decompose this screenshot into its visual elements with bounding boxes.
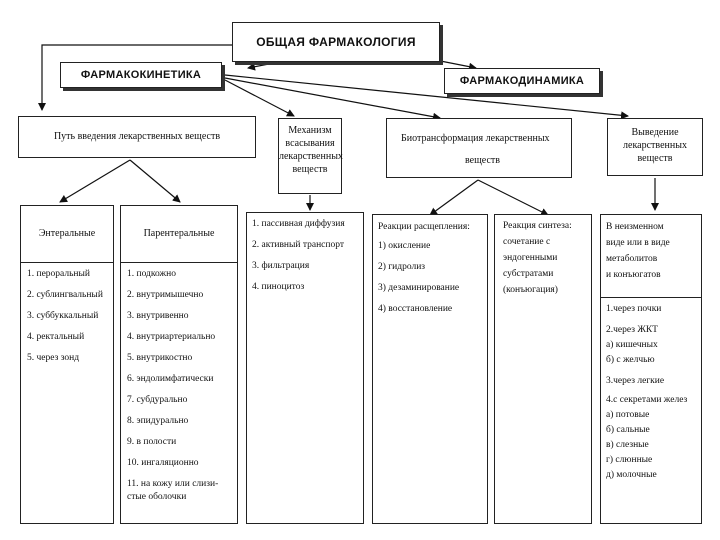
- list-item: б) сальные: [606, 425, 650, 435]
- list-item: 5. через зонд: [27, 353, 80, 363]
- list-item: 3.через легкие: [606, 376, 665, 386]
- absorption-box: Механизм всасывания лекарственных вещест…: [278, 118, 343, 194]
- list-item: 3. фильтрация: [252, 261, 310, 271]
- absorption-line: лекарственных: [279, 151, 343, 162]
- biotransform-line: Биотрансформация лекарственных: [401, 133, 550, 144]
- general-pharmacology-title: ОБЩАЯ ФАРМАКОЛОГИЯ: [256, 35, 416, 49]
- pharmacokinetics-box: ФАРМАКОКИНЕТИКА: [60, 62, 222, 88]
- list-item: 3. суббуккальный: [27, 311, 99, 321]
- list-item: 1) окисление: [378, 241, 431, 251]
- arrow-routes-to-parenteral: [129, 159, 181, 203]
- list-item: и конъюгатов: [606, 270, 661, 280]
- list-item: в) слезные: [606, 440, 649, 450]
- list-item: 9. в полости: [127, 437, 177, 447]
- general-pharmacology-box: ОБЩАЯ ФАРМАКОЛОГИЯ: [232, 22, 440, 62]
- list-item: субстратами: [503, 269, 554, 279]
- excretion-paths-list: 1.через почки 2.через ЖКТ а) кишечных б) …: [606, 304, 687, 485]
- enteral-header: Энтеральные: [20, 205, 114, 263]
- enteral-list: 1. пероральный 2. сублингвальный 3. суббук…: [27, 269, 103, 374]
- list-item: 3) дезаминирование: [378, 283, 460, 293]
- synthesis-box: Реакция синтеза: сочетание с эндогенными су…: [494, 214, 592, 524]
- list-item: 5. внутрикостно: [127, 353, 193, 363]
- list-item: сочетание с: [503, 237, 551, 247]
- pharmacodynamics-box: ФАРМАКОДИНАМИКА: [444, 68, 600, 94]
- absorption-line: Механизм: [288, 125, 332, 136]
- list-item: 4. пиноцитоз: [252, 282, 305, 292]
- list-item: 10. ингаляционно: [127, 458, 199, 468]
- list-item: эндогенными: [503, 253, 558, 263]
- routes-title: Путь введения лекарственных веществ: [53, 131, 221, 142]
- routes-box: Путь введения лекарственных веществ: [18, 116, 256, 158]
- list-item: 1. пассивная диффузия: [252, 219, 345, 229]
- unchanged-lines: В неизменном виде или в виде метаболитов и …: [606, 222, 670, 286]
- split-reactions-box: Реакции расщепления: 1) окисление 2) гидр…: [372, 214, 488, 524]
- absorption-line: веществ: [292, 164, 328, 175]
- list-item: (конъюгация): [503, 285, 558, 295]
- list-item: 3. внутривенно: [127, 311, 189, 321]
- biotransform-line: веществ: [465, 155, 501, 166]
- list-item: 11. на кожу или слизи-: [127, 479, 219, 489]
- list-item: В неизменном: [606, 222, 664, 232]
- list-item: 4.с секретами желез: [606, 395, 688, 405]
- list-item: метаболитов: [606, 254, 658, 264]
- list-item: 2) гидролиз: [378, 262, 426, 272]
- list-item: 4. ректальный: [27, 332, 85, 342]
- enteral-list-box: 1. пероральный 2. сублингвальный 3. суббук…: [20, 262, 114, 524]
- list-item: б) с желчью: [606, 355, 655, 365]
- list-item: 4) восстановление: [378, 304, 453, 314]
- parenteral-list: 1. подкожно 2. внутримышечно 3. внутривенн…: [127, 269, 218, 513]
- parenteral-title: Парентеральные: [143, 228, 215, 239]
- parenteral-header: Парентеральные: [120, 205, 238, 263]
- pharmacodynamics-title: ФАРМАКОДИНАМИКА: [459, 75, 585, 87]
- unchanged-box: В неизменном виде или в виде метаболитов и …: [600, 214, 702, 298]
- list-item: виде или в виде: [606, 238, 670, 248]
- excretion-paths-box: 1.через почки 2.через ЖКТ а) кишечных б) …: [600, 297, 702, 524]
- list-item: 8. эпидурально: [127, 416, 189, 426]
- list-item: 2. сублингвальный: [27, 290, 103, 300]
- pharmacokinetics-title: ФАРМАКОКИНЕТИКА: [80, 69, 202, 81]
- split-list: 1) окисление 2) гидролиз 3) дезаминировани…: [378, 241, 459, 325]
- absorption-line: всасывания: [285, 138, 335, 149]
- split-title: Реакции расщепления:: [378, 222, 470, 232]
- list-item: 2.через ЖКТ: [606, 325, 658, 335]
- excretion-box: Выведение лекарственных веществ: [607, 118, 703, 176]
- mechanism-list-box: 1. пассивная диффузия 2. активный транспо…: [246, 212, 364, 524]
- enteral-title: Энтеральные: [38, 228, 96, 239]
- list-item: 2. активный транспорт: [252, 240, 344, 250]
- list-item: 2. внутримышечно: [127, 290, 204, 300]
- list-item: Реакция синтеза:: [503, 221, 572, 231]
- list-item: 1. пероральный: [27, 269, 90, 279]
- excretion-line: лекарственных: [623, 140, 687, 151]
- arrow-biotransform-to-split: [429, 179, 479, 216]
- arrow-kinetics-to-excretion: [224, 74, 629, 120]
- list-item: 7. субдурально: [127, 395, 188, 405]
- list-item: 6. эндолимфатически: [127, 374, 214, 384]
- excretion-line: веществ: [637, 153, 673, 164]
- list-item: а) потовые: [606, 410, 650, 420]
- list-item: 1. подкожно: [127, 269, 176, 279]
- arrow-kinetics-to-biotransform: [224, 77, 441, 121]
- list-item: 4. внутриартериально: [127, 332, 216, 342]
- excretion-line: Выведение: [631, 127, 679, 138]
- list-item: а) кишечных: [606, 340, 658, 350]
- list-item: д) молочные: [606, 470, 657, 480]
- list-item: 1.через почки: [606, 304, 662, 314]
- arrow-biotransform-to-synth: [477, 179, 549, 216]
- mechanism-list: 1. пассивная диффузия 2. активный транспо…: [252, 219, 345, 303]
- list-item: г) слюнные: [606, 455, 653, 465]
- biotransform-box: Биотрансформация лекарственных веществ: [386, 118, 572, 178]
- list-item: стые оболочки: [127, 492, 187, 502]
- arrow-routes-to-enteral: [59, 159, 131, 203]
- arrow-kinetics-to-absorption: [224, 79, 295, 117]
- synthesis-lines: Реакция синтеза: сочетание с эндогенными су…: [503, 221, 572, 301]
- arrow-general-to-routes: [38, 44, 232, 111]
- parenteral-list-box: 1. подкожно 2. внутримышечно 3. внутривенн…: [120, 262, 238, 524]
